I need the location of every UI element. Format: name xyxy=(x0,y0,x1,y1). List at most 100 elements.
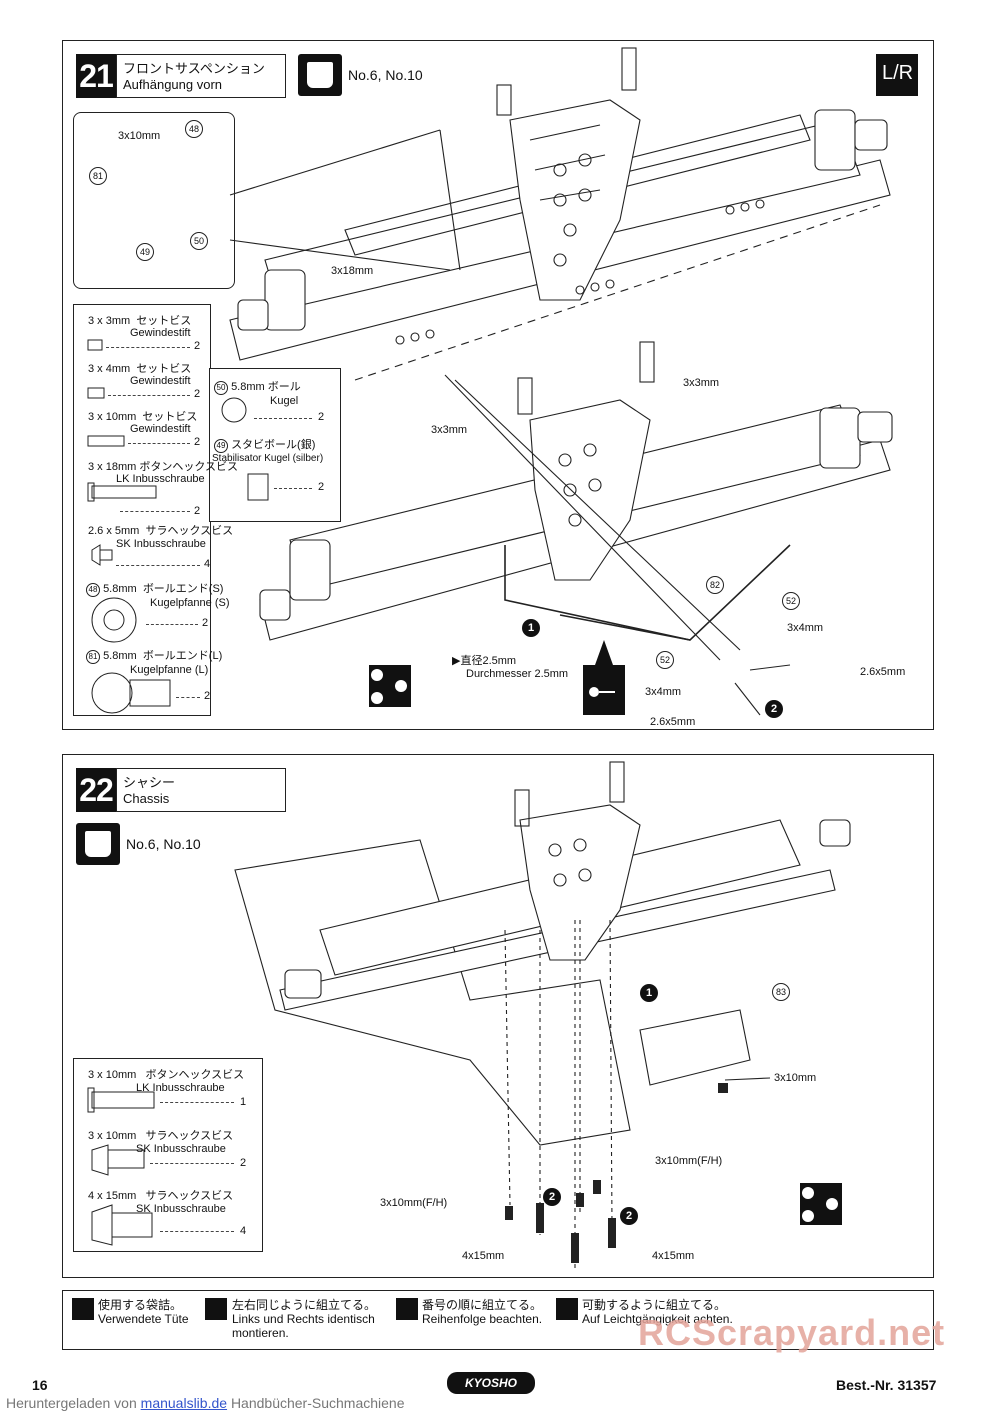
step21-number: 21 xyxy=(76,54,116,98)
setscrew-3x3-left-label: 3x3mm xyxy=(431,424,468,436)
step22-title-de: Chassis xyxy=(123,791,170,806)
part-qty: 2 xyxy=(318,481,325,493)
part-name-de: SK Inbusschraube xyxy=(136,1143,226,1155)
dash-line xyxy=(160,1231,234,1232)
screw-4x15-label: 4x15mm xyxy=(462,1250,505,1262)
step-marker-1: 1 xyxy=(522,619,540,637)
part-name-jp: ボタンヘックスビス xyxy=(139,461,239,473)
dash-line xyxy=(160,1102,234,1103)
dash-line xyxy=(254,418,312,419)
part-50-marker: 50 xyxy=(190,232,208,250)
part-qty: 4 xyxy=(240,1225,247,1237)
screw-2-6x5-label: 2.6x5mm xyxy=(650,716,696,728)
part-81-marker: 81 xyxy=(89,167,107,185)
step22-parts-list xyxy=(73,1058,263,1252)
lr-icon-text: L/R xyxy=(882,62,914,84)
part-83-marker: 83 xyxy=(772,983,790,1001)
part-52-marker: 52 xyxy=(782,592,800,610)
part-row: 3 x 10mm ボタンヘックスビス xyxy=(88,1066,244,1082)
page-number: 16 xyxy=(32,1377,48,1393)
legend-item: 左右同じように組立てる。Links und Rechts identisch m… xyxy=(232,1298,382,1340)
dash-line xyxy=(128,443,190,444)
part-row: 48 5.8mm ボールエンド(S) xyxy=(86,580,223,597)
part-qty: 2 xyxy=(240,1157,247,1169)
part-size: 4 x 15mm xyxy=(88,1190,137,1202)
part-size: 5.8mm xyxy=(231,381,265,393)
part-name-de: Kugelpfanne (L) xyxy=(130,664,209,676)
screw-4x15-label: 4x15mm xyxy=(652,1250,695,1262)
part-row: 3 x 10mm セットビス xyxy=(88,408,197,424)
part-name-de: LK Inbusschraube xyxy=(136,1082,225,1094)
part-row: 3 x 3mm セットビス xyxy=(88,312,191,328)
part-row: 2.6 x 5mm サラヘックスビス xyxy=(88,522,233,538)
step22-number: 22 xyxy=(76,768,116,812)
part-name-jp: ボタンヘックスビス xyxy=(145,1069,245,1081)
part-row: 3 x 10mm サラヘックスビス xyxy=(88,1127,233,1143)
part-row: 4 x 15mm サラヘックスビス xyxy=(88,1187,233,1203)
part-qty: 4 xyxy=(204,558,211,570)
part-49-marker: 49 xyxy=(214,438,228,453)
kyosho-logo: KYOSHO xyxy=(447,1372,535,1394)
lr-icon: L/R xyxy=(876,54,918,96)
part-size: 3 x 3mm xyxy=(88,315,131,327)
dash-line xyxy=(108,395,190,396)
step21-title-de: Aufhängung vorn xyxy=(123,77,223,92)
legend-item: 可動するように組立てる。Auf Leichtgängigkeit achten. xyxy=(582,1298,742,1326)
part-49-marker: 49 xyxy=(136,243,154,261)
step21-parts-list xyxy=(73,304,211,716)
part-name-de: Gewindestift xyxy=(130,327,191,339)
screw-3x10fh-label: 3x10mm(F/H) xyxy=(380,1197,448,1209)
kyosho-logo-text: KYOSHO xyxy=(464,1376,517,1390)
part-size: 3 x 10mm xyxy=(88,1069,137,1081)
step21-parts-list-extra xyxy=(209,368,341,522)
part-81-marker: 81 xyxy=(86,649,100,664)
part-name-de: Gewindestift xyxy=(130,375,191,387)
legend-de: Verwendete Tüte xyxy=(98,1312,189,1326)
part-name-jp: スタビボール(銀) xyxy=(231,439,316,451)
part-50-marker: 50 xyxy=(214,380,228,395)
order-icon xyxy=(396,1298,418,1320)
legend-jp: 番号の順に組立てる。 xyxy=(422,1298,543,1312)
setscrew-3x3-right-label: 3x3mm xyxy=(683,377,720,389)
legend-jp: 使用する袋詰。 xyxy=(98,1298,183,1312)
part-row: 50 5.8mm ボール xyxy=(214,378,301,395)
dash-line xyxy=(150,1163,234,1164)
dash-line xyxy=(176,697,200,698)
step21-bag-label: No.6, No.10 xyxy=(348,67,423,83)
part-name-jp: ボール xyxy=(267,381,301,393)
movable-icon xyxy=(556,1298,578,1320)
part-name-jp: セットビス xyxy=(136,315,192,327)
order-number: Best.-Nr. 31357 xyxy=(836,1377,937,1393)
step22-bag-label: No.6, No.10 xyxy=(126,836,201,852)
screw-3x4-label: 3x4mm xyxy=(787,622,824,634)
part-name-de: SK Inbusschraube xyxy=(136,1203,226,1215)
step22-title-box: シャシー Chassis xyxy=(116,768,286,812)
part-82-marker: 82 xyxy=(706,576,724,594)
download-line: Heruntergeladen von manualslib.de Handbü… xyxy=(6,1395,405,1411)
screw-3x10fh-label: 3x10mm(F/H) xyxy=(655,1155,723,1167)
download-prefix: Heruntergeladen von xyxy=(6,1395,137,1411)
manualslib-link[interactable]: manualslib.de xyxy=(140,1395,228,1411)
step-marker-1: 1 xyxy=(640,984,658,1002)
part-qty: 2 xyxy=(194,340,201,352)
legend-de: Auf Leichtgängigkeit achten. xyxy=(582,1312,733,1326)
part-qty: 2 xyxy=(202,617,209,629)
step21-detail-box xyxy=(73,112,235,289)
legend-item: 番号の順に組立てる。Reihenfolge beachten. xyxy=(422,1298,542,1326)
screw-3x4-label: 3x4mm xyxy=(645,686,682,698)
part-qty: 1 xyxy=(240,1096,247,1108)
part-row: 49 スタビボール(銀) xyxy=(214,436,315,453)
screw-3x18-label: 3x18mm xyxy=(331,265,374,277)
legend-jp: 左右同じように組立てる。 xyxy=(232,1298,377,1312)
step21-title-box: フロントサスペンション Aufhängung vorn xyxy=(116,54,286,98)
dash-line xyxy=(106,347,190,348)
part-qty: 2 xyxy=(194,436,201,448)
part-name-jp: ボールエンド(S) xyxy=(142,583,224,595)
dash-line xyxy=(274,488,312,489)
part-row: 3 x 4mm セットビス xyxy=(88,360,191,376)
part-size: 5.8mm xyxy=(103,650,137,662)
part-48-marker: 48 xyxy=(185,120,203,138)
part-row: 81 5.8mm ボールエンド(L) xyxy=(86,647,222,664)
part-size: 3 x 18mm xyxy=(88,461,137,473)
bag-icon xyxy=(298,54,342,96)
